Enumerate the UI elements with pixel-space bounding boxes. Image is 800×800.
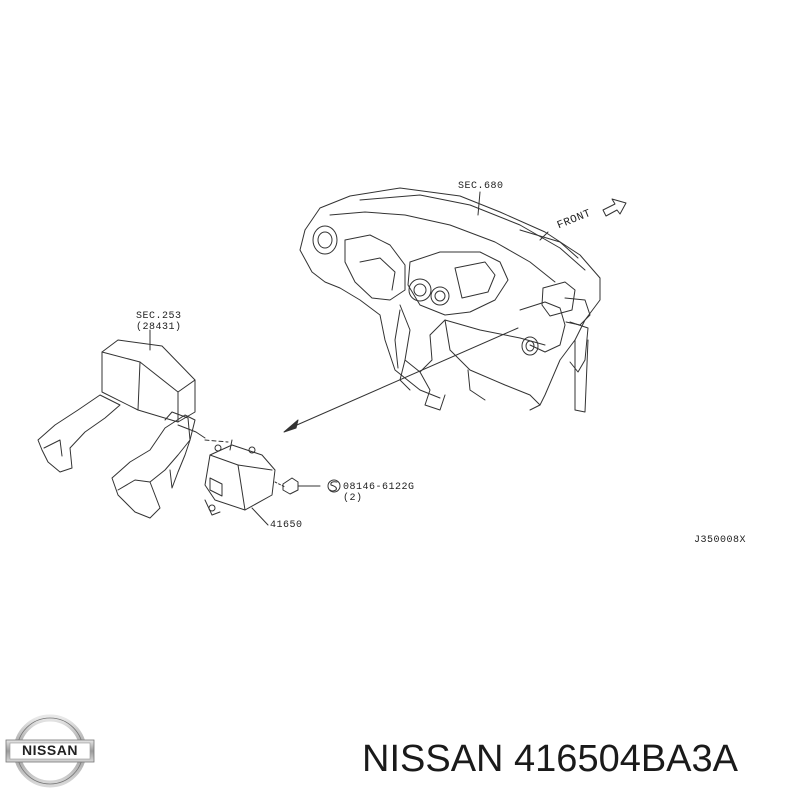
part-title: NISSAN 416504BA3A — [362, 738, 739, 780]
leader-41650 — [251, 507, 269, 526]
module-41650 — [204, 439, 276, 526]
front-arrow-icon — [602, 198, 627, 217]
s-circle-icon — [327, 479, 341, 493]
dashboard-assembly — [299, 187, 601, 413]
bolt-icon — [274, 477, 321, 495]
location-arrow — [283, 327, 519, 433]
logo-ring-icon — [5, 714, 95, 788]
control-unit-assembly — [37, 329, 229, 519]
label-sec253: SEC.253 — [136, 311, 182, 322]
nissan-logo: NISSAN — [4, 712, 96, 790]
leader-sec680 — [477, 191, 481, 216]
label-diagram-code: J350008X — [694, 535, 747, 546]
logo-text: NISSAN — [22, 742, 78, 758]
label-sec253-part: (28431) — [136, 322, 182, 333]
label-sec680: SEC.680 — [458, 181, 504, 192]
label-bolt-quantity: (2) — [343, 493, 363, 504]
label-part-41650: 41650 — [270, 520, 303, 531]
label-bolt-part: 08146-6122G — [343, 482, 415, 493]
